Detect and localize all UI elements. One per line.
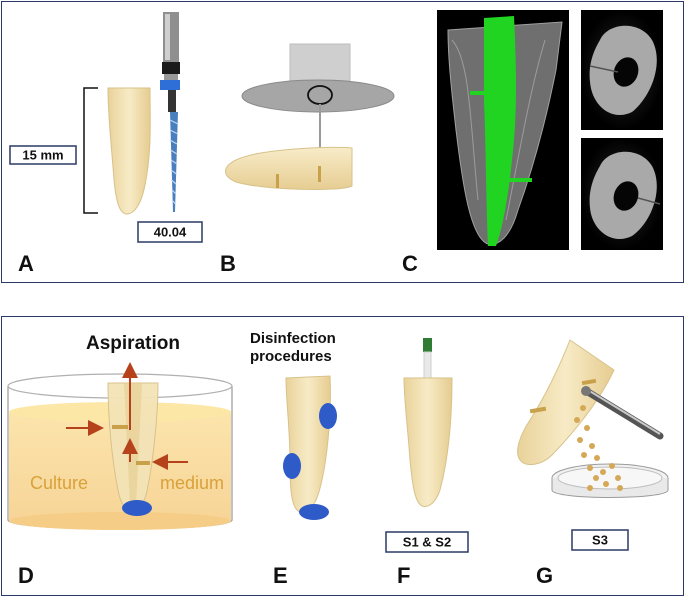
scanner-stage (241, 79, 395, 113)
apical-seal-blue (122, 500, 152, 516)
panel-b: B (220, 43, 395, 276)
sample-s1-s2-box (385, 531, 469, 553)
root-specimen-f (403, 377, 453, 507)
sample-s3-label: S3 (592, 533, 608, 548)
culture-label: Culture (30, 473, 88, 493)
label-f: F (397, 563, 410, 588)
canal-fill-green (484, 16, 516, 246)
aspiration-label: Aspiration (86, 333, 180, 354)
length-label: 15 mm (22, 148, 63, 163)
label-b: B (220, 251, 236, 276)
panel-e: Disinfection procedures E (250, 330, 337, 588)
medium-label: medium (160, 473, 224, 493)
length-bracket (83, 87, 98, 214)
panel-a: 15 mm 40.04 A (9, 12, 203, 276)
disinfection-label-line1: Disinfection (250, 330, 336, 347)
file-size-label: 40.04 (154, 225, 187, 240)
sample-s1-s2-label: S1 & S2 (403, 535, 451, 550)
canal-lumen-bottom (613, 181, 639, 211)
root-specimen-e (285, 375, 331, 513)
paper-point (423, 351, 432, 379)
panel-c: C (402, 10, 663, 276)
disinfection-spot-2 (283, 453, 301, 479)
bur-instrument (584, 388, 664, 440)
root-specimen-a (107, 87, 151, 215)
label-a: A (18, 251, 34, 276)
label-d: D (18, 563, 34, 588)
dentin-chips (574, 405, 623, 491)
label-e: E (273, 563, 288, 588)
file-collar (162, 62, 180, 74)
label-g: G (536, 563, 553, 588)
length-box (9, 145, 77, 165)
panel-g: S3 G (517, 339, 669, 588)
disinfection-spot-3 (299, 504, 329, 520)
root-specimen-b (225, 146, 353, 190)
file-size-box (137, 221, 203, 243)
rubber-stopper (160, 80, 180, 90)
panel-f: S1 & S2 F (385, 338, 469, 588)
root-specimen-g (517, 339, 615, 466)
disinfection-spot-1 (319, 403, 337, 429)
sample-s3-box (571, 529, 629, 551)
paper-point-tip (423, 338, 432, 352)
canal-lumen-top (613, 57, 639, 87)
disinfection-label-line2: procedures (250, 348, 332, 365)
panel-d: Aspiration Culture medium D (7, 333, 233, 588)
label-c: C (402, 251, 418, 276)
